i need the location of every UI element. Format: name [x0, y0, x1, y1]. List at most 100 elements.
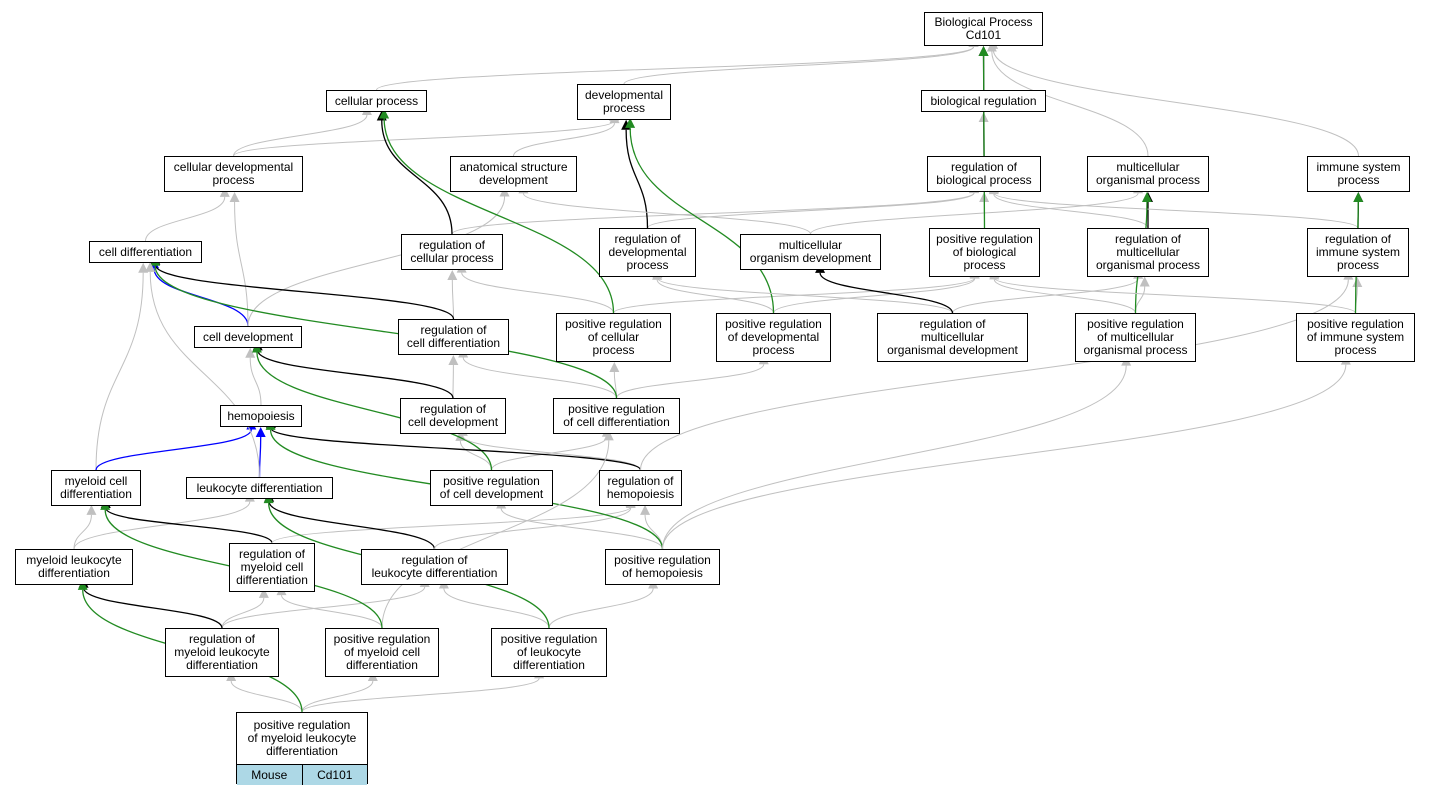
go-term-node[interactable]: regulation of developmental process: [599, 228, 696, 277]
go-term-node[interactable]: regulation of myeloid cell differentiati…: [229, 543, 315, 592]
edge-is_a: [381, 430, 614, 629]
go-term-node[interactable]: leukocyte differentiation: [186, 477, 333, 499]
edge-is_a: [145, 261, 260, 478]
edge-positive: [625, 117, 775, 314]
go-term-node[interactable]: regulation of cellular process: [401, 234, 503, 270]
go-term-label: regulation of myeloid cell differentiati…: [236, 547, 308, 587]
go-term-node[interactable]: regulation of cell development: [400, 398, 506, 434]
go-term-node[interactable]: cell differentiation: [89, 241, 202, 263]
go-term-node[interactable]: cellular developmental process: [164, 156, 303, 192]
go-term-node[interactable]: anatomical structure development: [450, 156, 577, 192]
go-term-node[interactable]: positive regulation of developmental pro…: [716, 313, 831, 362]
go-term-label: regulation of cell differentiation: [406, 323, 501, 350]
species-label: Mouse: [251, 768, 288, 782]
go-term-label: leukocyte differentiation: [196, 480, 323, 495]
go-term-label: regulation of multicellular organismal p…: [1095, 232, 1201, 272]
go-term-label: positive regulation of cellular process: [565, 317, 662, 357]
go-term-node[interactable]: regulation of hemopoiesis: [599, 470, 682, 506]
go-term-label: regulation of cell development: [407, 402, 499, 429]
go-term-node[interactable]: regulation of leukocyte differentiation: [361, 549, 508, 585]
go-term-label: anatomical structure development: [459, 160, 568, 187]
edge-is_a: [1352, 276, 1363, 314]
go-term-node[interactable]: immune system process: [1307, 156, 1410, 192]
go-term-label: myeloid leukocyte differentiation: [26, 553, 122, 580]
go-term-label: cell development: [202, 329, 294, 344]
edge-is_a: [95, 262, 149, 471]
edge-is_a: [662, 355, 1132, 550]
go-term-node[interactable]: regulation of multicellular organismal d…: [877, 313, 1028, 362]
query-term-node[interactable]: positive regulation of myeloid leukocyte…: [236, 712, 368, 785]
edge-is_a: [447, 269, 458, 320]
go-term-node[interactable]: myeloid cell differentiation: [51, 470, 141, 506]
go-term-node[interactable]: cell development: [194, 326, 302, 348]
go-term-label: regulation of hemopoiesis: [606, 474, 675, 501]
go-term-label: regulation of myeloid leukocyte differen…: [174, 632, 270, 672]
go-term-node[interactable]: regulation of biological process: [927, 156, 1041, 192]
go-term-label: regulation of cellular process: [410, 238, 494, 265]
edge-is_a: [609, 361, 620, 399]
go-term-label: regulation of multicellular organismal d…: [887, 317, 1018, 357]
go-term-label: positive regulation of leukocyte differe…: [500, 632, 598, 672]
edge-is_a: [640, 504, 663, 550]
go-term-node[interactable]: regulation of immune system process: [1307, 228, 1409, 277]
go-term-label: multicellular organism development: [749, 238, 872, 265]
edge-is_a: [548, 578, 659, 629]
go-term-node[interactable]: positive regulation of cell differentiat…: [553, 398, 680, 434]
edge-is_a: [221, 587, 269, 629]
go-term-node[interactable]: positive regulation of multicellular org…: [1075, 313, 1196, 362]
go-term-label: regulation of leukocyte differentiation: [371, 553, 498, 580]
edge-is_a: [229, 191, 249, 327]
go-term-node[interactable]: positive regulation of immune system pro…: [1296, 313, 1415, 362]
go-term-label: positive regulation of cell differentiat…: [563, 402, 670, 429]
go-term-label: positive regulation of cell development: [439, 474, 544, 501]
go-term-node[interactable]: regulation of myeloid leukocyte differen…: [165, 628, 279, 677]
go-term-label: regulation of immune system process: [1315, 232, 1401, 272]
edge-is_a: [652, 268, 953, 314]
go-term-node[interactable]: multicellular organismal process: [1087, 156, 1209, 192]
go-term-node[interactable]: positive regulation of cellular process: [556, 313, 671, 362]
go-term-node[interactable]: multicellular organism development: [740, 234, 881, 270]
go-term-label: positive regulation of myeloid cell diff…: [333, 632, 431, 672]
go-term-label: developmental process: [584, 88, 664, 115]
edge-regulates: [264, 491, 436, 550]
edge-regulates: [78, 577, 223, 629]
go-term-node[interactable]: hemopoiesis: [220, 405, 302, 427]
query-term-label: positive regulation of myeloid leukocyte…: [247, 718, 357, 758]
edge-is_a: [226, 671, 303, 713]
edge-is_a: [233, 110, 620, 157]
go-term-node[interactable]: regulation of cell differentiation: [398, 319, 509, 355]
go-term-node[interactable]: Biological Process Cd101: [924, 12, 1043, 46]
go-term-node[interactable]: myeloid leukocyte differentiation: [15, 549, 133, 585]
go-term-node[interactable]: positive regulation of myeloid cell diff…: [325, 628, 439, 677]
edge-positive: [379, 108, 615, 314]
go-term-node[interactable]: positive regulation of leukocyte differe…: [491, 628, 607, 677]
edge-is_a: [73, 504, 97, 550]
edge-positive: [978, 45, 989, 229]
go-term-label: regulation of biological process: [936, 160, 1032, 187]
edge-negative: [149, 258, 249, 327]
go-term-node[interactable]: positive regulation of cell development: [430, 470, 553, 506]
go-term-node[interactable]: cellular process: [326, 90, 427, 112]
go-term-node[interactable]: biological regulation: [921, 90, 1046, 112]
edge-is_a: [438, 578, 550, 629]
gene-label: Cd101: [301, 765, 368, 785]
go-term-label: positive regulation of hemopoiesis: [614, 553, 711, 580]
edge-negative: [95, 419, 257, 471]
edge-is_a: [245, 347, 262, 406]
go-term-label: regulation of developmental process: [608, 232, 687, 272]
go-term-label: positive regulation of multicellular org…: [1083, 317, 1188, 357]
go-term-label: cellular process: [334, 93, 419, 108]
go-term-node[interactable]: regulation of multicellular organismal p…: [1087, 228, 1209, 277]
go-term-label: cell differentiation: [98, 244, 193, 259]
go-term-node[interactable]: positive regulation of biological proces…: [929, 228, 1040, 277]
go-term-label: cellular developmental process: [173, 160, 294, 187]
go-term-label: positive regulation of biological proces…: [936, 232, 1033, 272]
go-term-label: multicellular organismal process: [1095, 160, 1201, 187]
go-term-node[interactable]: positive regulation of hemopoiesis: [605, 549, 720, 585]
go-term-label: positive regulation of developmental pro…: [725, 317, 822, 357]
go-term-node[interactable]: developmental process: [577, 84, 671, 120]
go-term-label: myeloid cell differentiation: [60, 474, 132, 501]
go-term-label: Biological Process Cd101: [934, 15, 1033, 42]
edge-is_a: [233, 104, 372, 157]
